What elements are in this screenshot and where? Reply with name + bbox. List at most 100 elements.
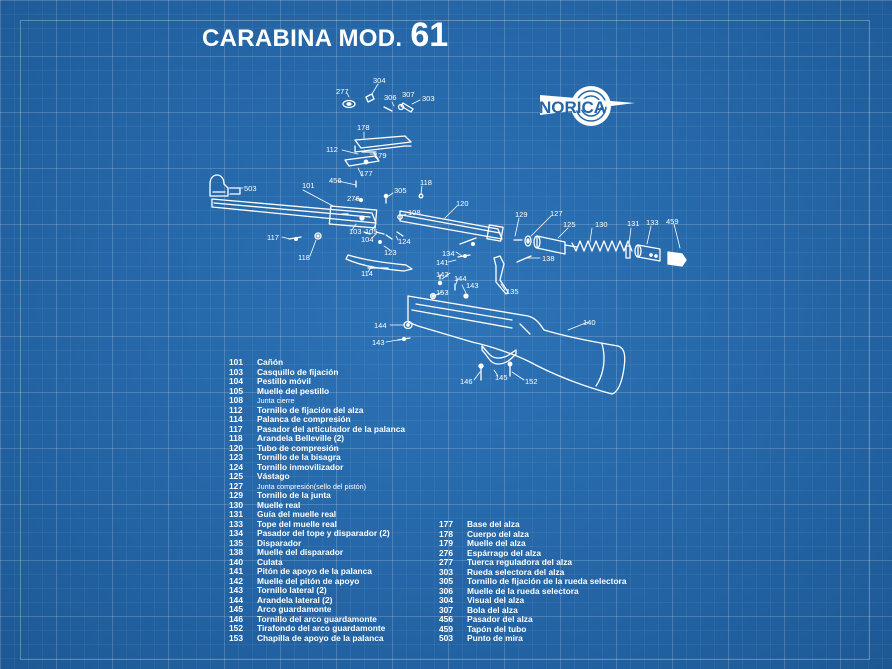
part-number: 459	[439, 623, 453, 634]
callout: 303	[422, 94, 435, 103]
piston-seal	[513, 235, 532, 247]
leader-lines	[228, 83, 681, 381]
callout: 117	[267, 233, 279, 242]
callout: 118	[420, 178, 432, 187]
title-text: CARABINA MOD.	[202, 25, 403, 52]
stock	[407, 295, 626, 395]
part-number: 304	[439, 595, 453, 605]
part-description: Muelle real	[257, 499, 301, 510]
part-number: 131	[229, 509, 243, 519]
callout: 120	[456, 199, 469, 208]
part-description: Muelle del pestillo	[257, 385, 330, 396]
part-number: 129	[229, 490, 243, 500]
part-number: 153	[229, 632, 243, 643]
legend-row: 129 Tornillo de la junta	[229, 490, 405, 501]
part-description: Disparador	[257, 537, 302, 548]
part-number: 124	[229, 461, 243, 472]
part-number: 125	[229, 471, 243, 481]
callout: 105	[365, 227, 378, 236]
callout: 503	[244, 184, 257, 193]
part-description: Tornillo de la junta	[257, 490, 331, 500]
rear-sight-parts	[342, 93, 414, 188]
callout: 138	[542, 254, 555, 263]
part-description: Pasador del articulador de la palanca	[257, 423, 406, 434]
callout: 130	[595, 220, 608, 229]
trigger-group	[429, 254, 532, 300]
part-description: Base del alza	[467, 519, 520, 529]
part-description: Junta compresión(sello del pistón)	[257, 481, 367, 491]
part-number: 178	[439, 528, 453, 539]
callout-labels: 277 304 306 307 303 178 112 179 456 177 …	[244, 76, 679, 386]
part-number: 152	[229, 623, 243, 633]
part-description: Cañón	[257, 357, 284, 367]
callout: 125	[563, 220, 576, 229]
callout: 178	[357, 123, 370, 132]
part-description: Chapilla de apoyo de la palanca	[257, 632, 384, 643]
callout: 140	[583, 318, 596, 327]
part-number: 143	[229, 585, 243, 595]
callout: 276	[347, 194, 360, 203]
callout: 179	[374, 151, 387, 160]
part-number: 177	[439, 519, 453, 529]
compression-tube	[399, 210, 504, 247]
callout: 123	[384, 248, 397, 257]
part-number: 130	[229, 499, 243, 510]
part-number: 144	[229, 594, 243, 605]
callout: 144	[454, 274, 467, 283]
part-description: Visual del alza	[467, 595, 525, 605]
legend-row: 118 Arandela Belleville (2)	[229, 433, 405, 444]
legend-row: 277 Tuerca reguladora del alza	[439, 557, 626, 568]
mainspring	[571, 240, 633, 252]
part-number: 456	[439, 614, 453, 624]
callout: 459	[666, 217, 679, 226]
part-description: Pasador del alza	[467, 614, 533, 624]
part-number: 179	[439, 538, 453, 548]
callout: 152	[525, 377, 538, 386]
legend-row: 177 Base del alza	[439, 519, 626, 530]
part-description: Muelle del disparador	[257, 547, 344, 557]
part-description: Tornillo inmovilizador	[257, 461, 344, 472]
legend-row: 117 Pasador del articulador de la palanca	[229, 423, 406, 435]
part-description: Tuerca reguladora del alza	[467, 557, 573, 567]
callout: 108	[408, 208, 421, 217]
part-number: 104	[229, 376, 243, 386]
part-description: Cuerpo del alza	[467, 528, 529, 539]
part-number: 103	[229, 366, 243, 377]
part-number: 118	[229, 433, 243, 443]
part-number: 112	[229, 404, 243, 415]
callout: 141	[436, 258, 449, 267]
legend-row: 153 Chapilla de apoyo de la palanca	[229, 632, 405, 644]
callout: 114	[361, 269, 373, 278]
part-description: Espárrago del alza	[467, 547, 542, 558]
part-description: Culata	[257, 556, 283, 567]
callout: 304	[373, 76, 386, 85]
callout: 112	[326, 145, 338, 154]
norica-logo: NORICA	[539, 86, 635, 126]
part-number: 117	[229, 423, 243, 434]
part-description: Arandela Belleville (2)	[257, 433, 345, 443]
part-number: 108	[229, 395, 243, 405]
part-number: 276	[439, 547, 453, 558]
callout: 143	[372, 338, 385, 347]
part-number: 277	[439, 557, 453, 567]
part-description: Rueda selectora del alza	[467, 566, 565, 577]
part-description: Punto de mira	[467, 633, 523, 643]
